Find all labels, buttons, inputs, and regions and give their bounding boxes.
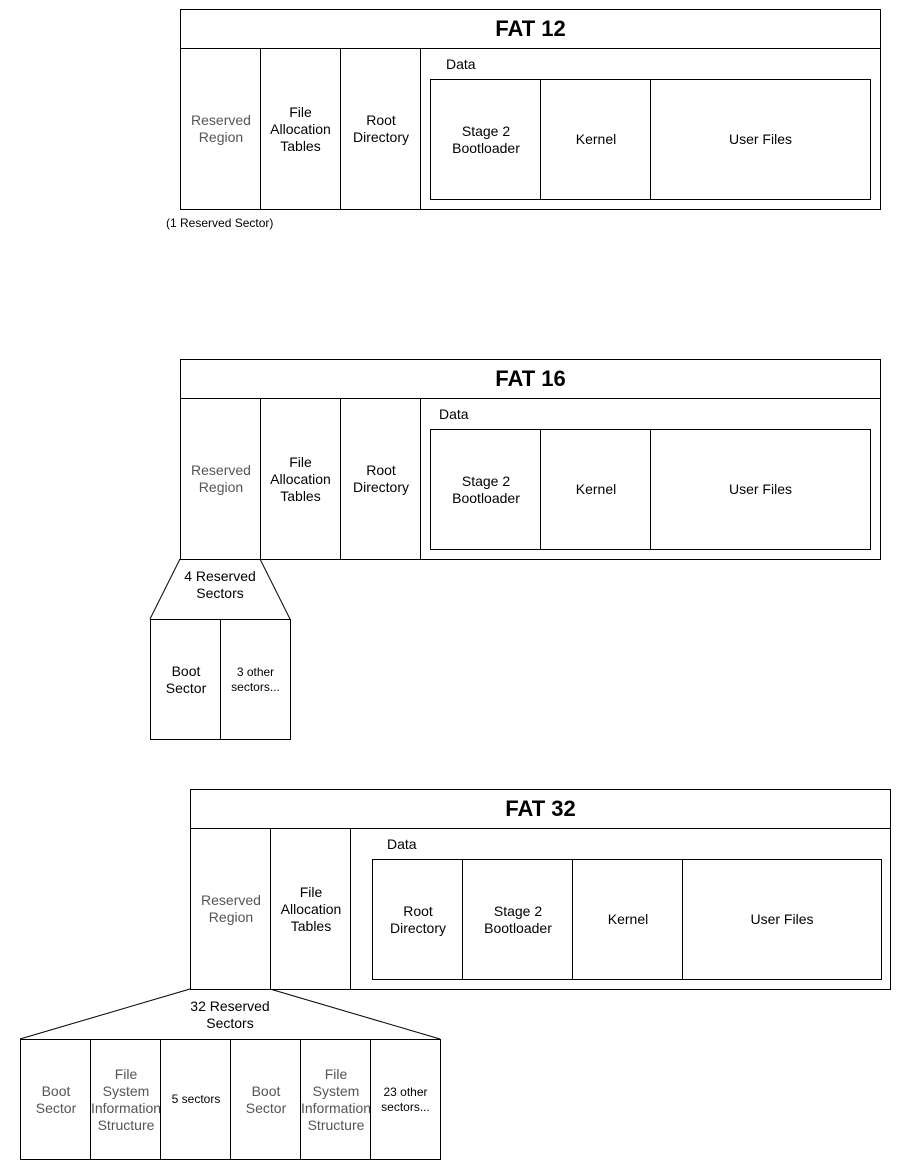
fat16-kernel: Kernel <box>540 430 651 549</box>
fat32-root-directory: Root Directory <box>389 902 446 936</box>
fat12-kernel: Kernel <box>540 80 651 199</box>
fat32-diagram: FAT 32 Reserved Region File Allocation T… <box>190 789 891 990</box>
fat12-stage2-bootloader: Stage 2 Bootloader <box>452 122 520 156</box>
fat32-file-allocation-tables: File Allocation Tables <box>270 829 351 989</box>
fat12-user-files: User Files <box>650 80 870 199</box>
fat16-stage2-bootloader: Stage 2 Bootloader <box>452 472 520 506</box>
fat32-reserved-sectors-box: Boot Sector File System Information Stru… <box>20 1039 441 1160</box>
fat12-data-region <box>420 49 880 209</box>
fat16-root-directory: Root Directory <box>340 399 421 559</box>
fat16-data-region <box>420 399 880 559</box>
fat32-fs-info-structure: File System Information Structure <box>90 1040 161 1159</box>
fat32-stage2-bootloader: Stage 2 Bootloader <box>462 860 573 979</box>
fat32-title: FAT 32 <box>191 790 890 829</box>
fat16-title: FAT 16 <box>181 360 880 399</box>
fat16-reserved-sectors-label: 4 Reserved Sectors <box>184 568 256 601</box>
fat32-other-sectors: 23 other sectors... <box>370 1040 440 1159</box>
fat16-diagram: FAT 16 Reserved Region File Allocation T… <box>180 359 881 560</box>
fat16-user-files: User Files <box>650 430 870 549</box>
fat12-root-directory: Root Directory <box>340 49 421 209</box>
fat32-user-files: User Files <box>682 860 881 979</box>
fat12-reserved-note: (1 Reserved Sector) <box>166 216 274 230</box>
fat32-reserved-sectors-label: 32 Reserved Sectors <box>190 998 270 1031</box>
fat16-expand-line-right <box>259 558 291 620</box>
fat32-data-region <box>350 829 890 989</box>
fat12-title: FAT 12 <box>181 10 880 49</box>
fat16-data-box: Stage 2 Bootloader Kernel User Files <box>430 429 871 550</box>
fat16-expand-line-left <box>149 558 181 620</box>
fat16-boot-sector: Boot Sector <box>165 662 207 696</box>
fat32-kernel: Kernel <box>572 860 683 979</box>
fat32-expand-line-right <box>269 988 441 1040</box>
fat12-data-label: Data <box>446 56 476 72</box>
fat12-file-allocation-tables: File Allocation Tables <box>260 49 340 209</box>
fat16-other-sectors: 3 other sectors... <box>220 620 290 739</box>
fat12-reserved-region: Reserved Region <box>191 112 251 145</box>
fat32-boot-sector: Boot Sector <box>35 1082 77 1116</box>
fat16-reserved-region: Reserved Region <box>191 462 251 495</box>
fat32-five-sectors: 5 sectors <box>160 1040 231 1159</box>
fat12-data-box: Stage 2 Bootloader Kernel User Files <box>430 79 871 200</box>
fat32-data-box: Root Directory Stage 2 Bootloader Kernel… <box>372 859 882 980</box>
fat32-backup-fs-info-structure: File System Information Structure <box>300 1040 371 1159</box>
fat32-data-label: Data <box>387 836 417 852</box>
fat16-reserved-sectors-box: Boot Sector 3 other sectors... <box>150 619 291 740</box>
fat32-expand-line-left <box>19 988 191 1040</box>
fat32-reserved-region: Reserved Region <box>201 892 261 925</box>
fat16-data-label: Data <box>439 406 469 422</box>
fat16-file-allocation-tables: File Allocation Tables <box>260 399 340 559</box>
fat12-diagram: FAT 12 Reserved Region File Allocation T… <box>180 9 881 210</box>
fat32-backup-boot-sector: Boot Sector <box>230 1040 301 1159</box>
